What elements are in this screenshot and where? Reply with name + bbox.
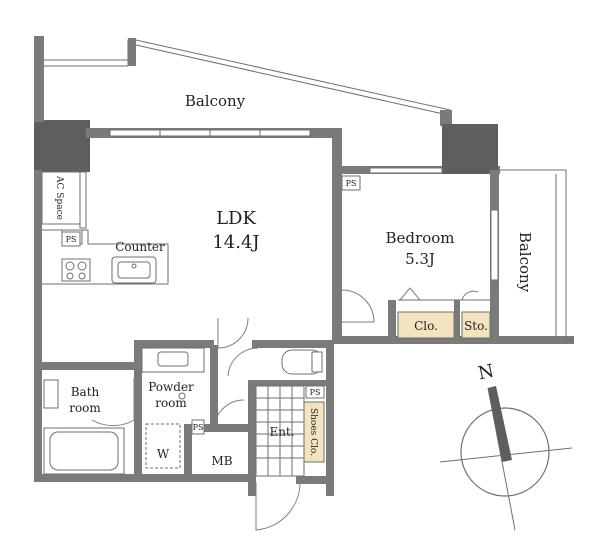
ps-label: PS: [310, 388, 321, 397]
balcony-right-label: Balcony: [516, 232, 534, 293]
ac-space: [41, 171, 81, 225]
ldk-size: 14.4J: [212, 232, 259, 253]
ac-space-label: AC Space: [54, 175, 64, 220]
ps-label: PS: [66, 235, 77, 244]
bedroom-size: 5.3J: [405, 250, 435, 268]
pipe-spaces: [61, 175, 361, 435]
balcony-top-railing: [44, 38, 452, 126]
windows: [79, 129, 499, 281]
balcony-top-label: Balcony: [185, 92, 246, 110]
interior-doors: [213, 289, 375, 431]
bedroom-storage: [388, 287, 491, 340]
powder-room-label-line1: Powder: [148, 380, 194, 394]
bedroom-label: Bedroom: [386, 229, 455, 247]
washer-label: W: [157, 447, 170, 461]
bathroom: [43, 378, 135, 475]
compass-north-label: N: [476, 361, 496, 385]
ps-label: PS: [193, 423, 204, 432]
entrance-tiles: [255, 385, 325, 531]
bathroom-label-line1: Bath: [71, 385, 100, 399]
ldk-label: LDK: [216, 208, 256, 229]
entrance-label: Ent.: [269, 425, 294, 439]
closet-label: Clo.: [414, 319, 438, 333]
compass-needle-icon: [488, 386, 512, 462]
compass-rose: N: [439, 361, 573, 531]
counter-label: Counter: [115, 240, 165, 254]
storage-label: Sto.: [464, 319, 488, 333]
powder-room: [141, 347, 205, 469]
powder-room-label-line2: room: [155, 396, 187, 410]
bathroom-label-line2: room: [69, 401, 101, 415]
shoes-closet-label: Shoes Clo.: [308, 408, 318, 456]
ps-label: PS: [346, 179, 357, 188]
kitchen-counter: [42, 229, 169, 285]
meter-box-label: MB: [211, 454, 232, 468]
toilet: [227, 347, 323, 377]
